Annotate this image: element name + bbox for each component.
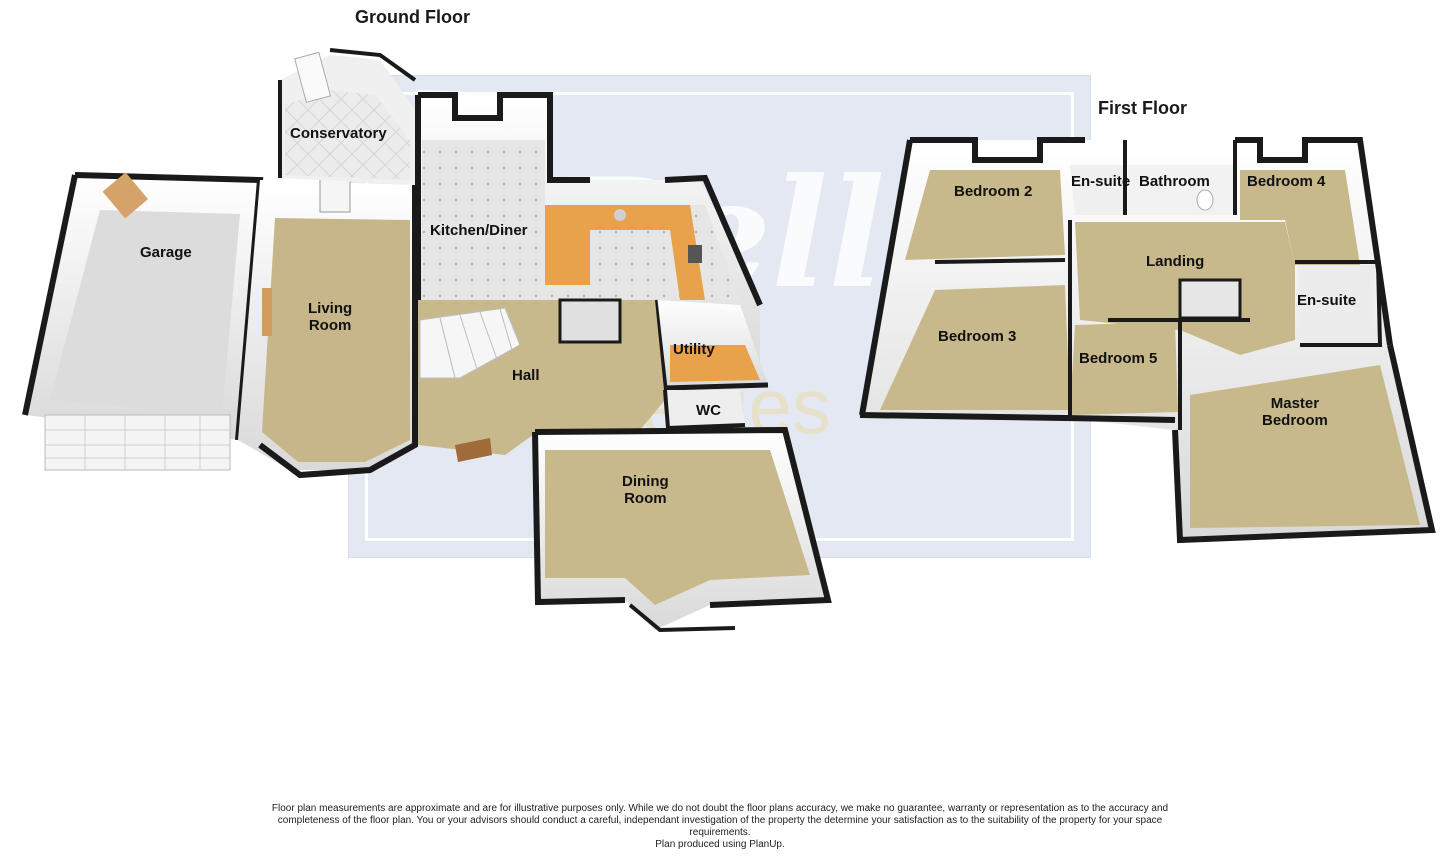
- garage-room: [22, 172, 264, 471]
- disclaimer-line-4: Plan produced using PlanUp.: [655, 839, 785, 850]
- master-bedroom-label: Master Bedroom: [1262, 395, 1328, 429]
- ensuite-1-room: [1070, 140, 1127, 215]
- bedroom-2-room: [859, 137, 1085, 416]
- hall-room: [418, 298, 665, 462]
- wc-label: WC: [696, 402, 721, 419]
- ensuite-1-label: En-suite: [1071, 173, 1131, 190]
- conservatory-room: [278, 48, 417, 185]
- bedroom-5-label: Bedroom 5: [1079, 350, 1158, 367]
- disclaimer-line-3: requirements.: [689, 827, 751, 838]
- bedroom-2-label: Bedroom 2: [954, 183, 1033, 200]
- hall-label: Hall: [512, 367, 540, 384]
- living-room-room: [238, 171, 418, 479]
- bathroom-label: Bathroom: [1139, 173, 1210, 190]
- garage-label: Garage: [140, 244, 192, 261]
- ensuite-2-label: En-suite: [1297, 292, 1357, 309]
- landing-label: Landing: [1146, 253, 1205, 270]
- ensuite-2-room: [1295, 260, 1383, 347]
- bedroom-4-room: [1235, 137, 1393, 346]
- master-bedroom-room: [1172, 320, 1436, 544]
- bedroom-3-label: Bedroom 3: [938, 328, 1017, 345]
- first-floor-title: First Floor: [1098, 98, 1187, 118]
- bathroom-room: [1128, 140, 1237, 215]
- living-room-label: Living Room: [308, 300, 353, 334]
- bedroom-4-label: Bedroom 4: [1247, 173, 1326, 190]
- bedroom-3-room: [859, 258, 1176, 423]
- disclaimer-line-1: Floor plan measurements are approximate …: [271, 803, 1169, 814]
- utility-room: [652, 299, 769, 391]
- dining-room-label: Dining Room: [622, 473, 669, 507]
- kitchen-diner-label: Kitchen/Diner: [430, 222, 528, 239]
- utility-label: Utility: [673, 341, 715, 358]
- ground-floor-title: Ground Floor: [355, 7, 470, 27]
- dining-room-room: [532, 426, 832, 633]
- conservatory-label: Conservatory: [290, 125, 387, 142]
- disclaimer-line-2: completeness of the floor plan. You or y…: [277, 815, 1163, 826]
- disclaimer: Floor plan measurements are approximate …: [240, 803, 1200, 851]
